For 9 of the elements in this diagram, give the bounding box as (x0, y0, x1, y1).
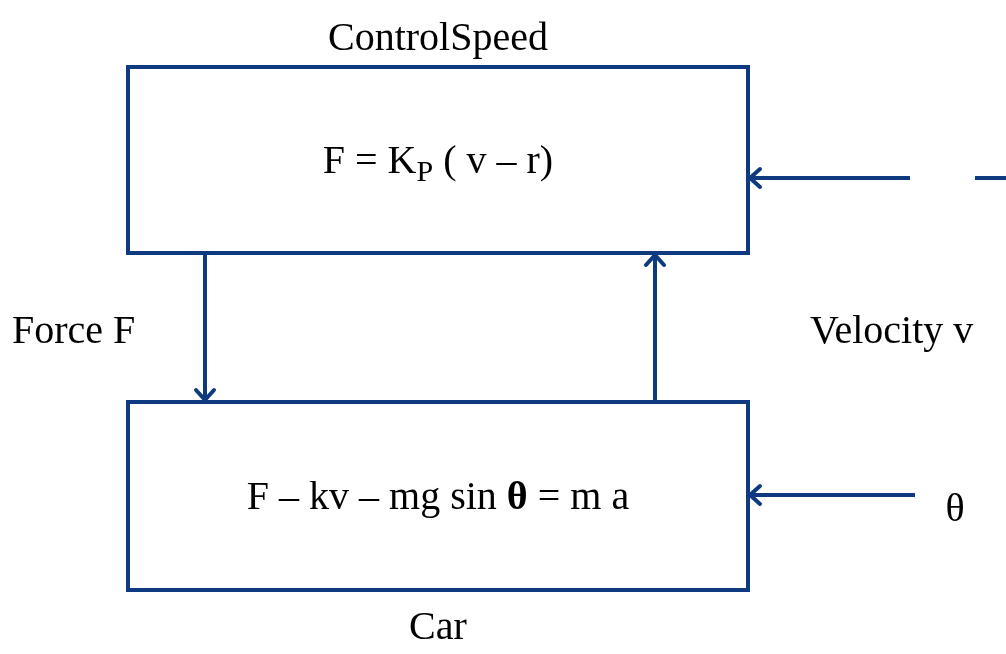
arrow (748, 484, 915, 506)
block-name: Car (408, 606, 468, 646)
arrow (748, 167, 910, 189)
equation: F – kv – mg sin θ = m a (246, 476, 630, 516)
arrow (644, 253, 666, 400)
block-name: ControlSpeed (327, 17, 549, 57)
equation: F = K$_{P}$ ( v – r) (322, 140, 554, 180)
arrow (194, 255, 216, 402)
input-symbol: θ (945, 488, 965, 528)
